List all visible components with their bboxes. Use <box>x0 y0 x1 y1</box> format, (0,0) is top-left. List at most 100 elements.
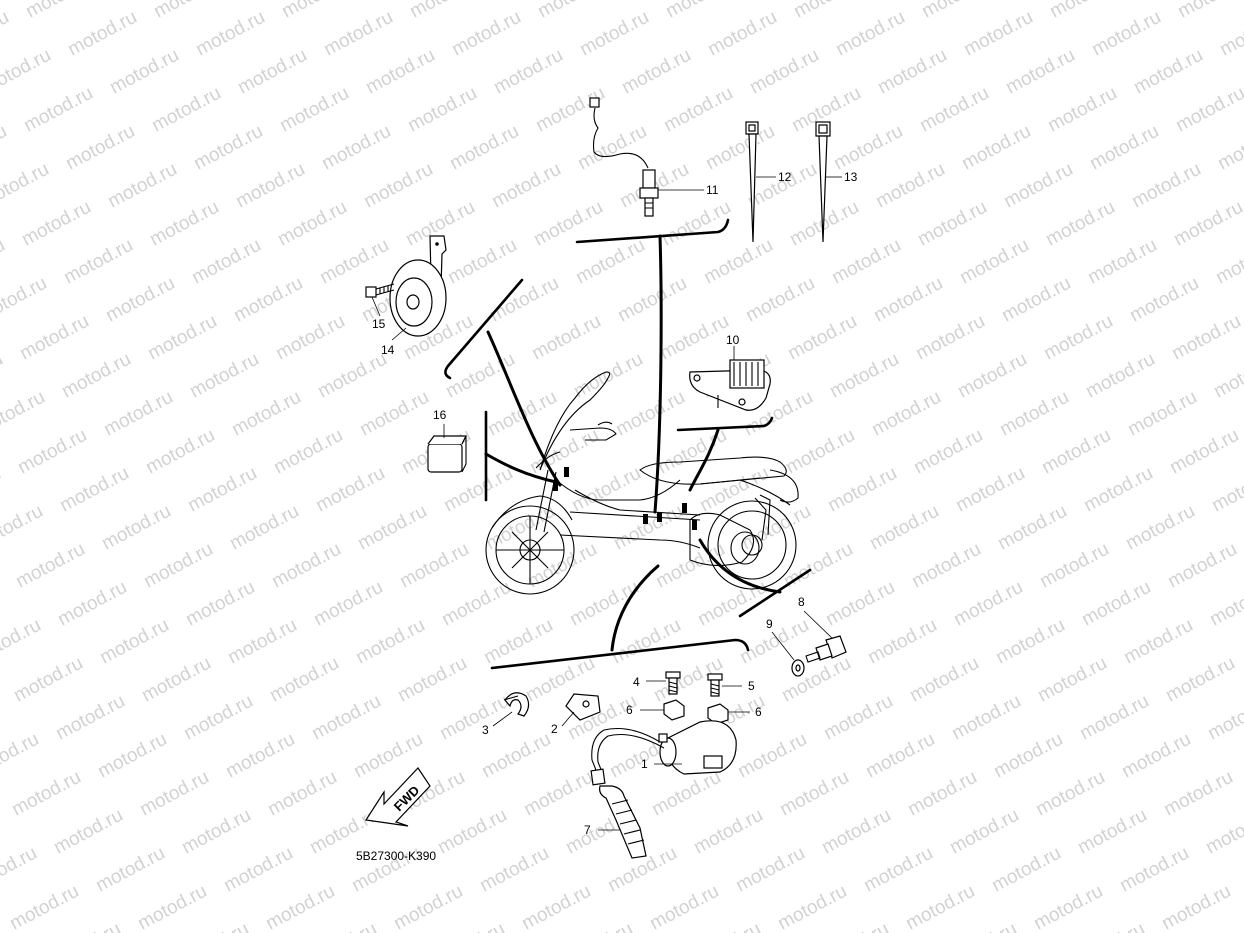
watermark-text: motod.ru <box>56 463 132 517</box>
watermark-text: motod.ru <box>736 615 812 669</box>
watermark-text: motod.ru <box>1088 7 1164 61</box>
watermark-text: motod.ru <box>818 805 894 859</box>
watermark-text: motod.ru <box>784 311 860 365</box>
watermark-text: motod.ru <box>390 881 466 933</box>
watermark-text: motod.ru <box>1042 197 1118 251</box>
watermark-text: motod.ru <box>404 83 480 137</box>
watermark-text: motod.ru <box>0 235 9 289</box>
watermark-text: motod.ru <box>690 805 766 859</box>
watermark-text: motod.ru <box>732 843 808 897</box>
watermark-text: motod.ru <box>278 0 354 22</box>
watermark-text: motod.ru <box>658 197 734 251</box>
watermark-text: motod.ru <box>486 273 562 327</box>
watermark-text: motod.ru <box>480 615 556 669</box>
watermark-text: motod.ru <box>270 425 346 479</box>
part-13-cable-tie <box>815 121 842 243</box>
watermark-text: motod.ru <box>918 0 994 22</box>
watermark-text: motod.ru <box>0 159 53 213</box>
watermark-text: motod.ru <box>992 615 1068 669</box>
watermark-text: motod.ru <box>0 843 41 897</box>
watermark-text: motod.ru <box>220 843 296 897</box>
callout-16: 16 <box>433 408 447 422</box>
watermark-text: motod.ru <box>1216 7 1244 61</box>
part-7-plug-cap <box>590 727 665 859</box>
watermark-text: motod.ru <box>0 577 3 631</box>
watermark-text: motod.ru <box>136 767 212 821</box>
watermark-text: motod.ru <box>866 501 942 555</box>
watermark-text: motod.ru <box>98 501 174 555</box>
watermark-text: motod.ru <box>994 501 1070 555</box>
watermark-text: motod.ru <box>576 7 652 61</box>
callout-2: 2 <box>551 722 558 736</box>
callout-1: 1 <box>641 757 648 771</box>
part-3-clamp <box>492 692 530 727</box>
watermark-text: motod.ru <box>560 919 636 933</box>
watermark-text: motod.ru <box>1202 805 1244 859</box>
watermark-text: motod.ru <box>448 7 524 61</box>
watermark-text: motod.ru <box>150 0 226 22</box>
watermark-text: motod.ru <box>1204 691 1244 745</box>
watermark-text: motod.ru <box>1082 349 1158 403</box>
watermark-text: motod.ru <box>0 691 1 745</box>
watermark-text: motod.ru <box>58 349 134 403</box>
watermark-text: motod.ru <box>0 387 49 441</box>
watermark-text: motod.ru <box>102 273 178 327</box>
watermark-text: motod.ru <box>742 273 818 327</box>
watermark-text: motod.ru <box>946 805 1022 859</box>
watermark-text: motod.ru <box>1084 235 1160 289</box>
watermark-text: motod.ru <box>16 311 92 365</box>
watermark-text: motod.ru <box>140 539 216 593</box>
watermark-text: motod.ru <box>1086 121 1162 175</box>
watermark-text: motod.ru <box>1080 463 1156 517</box>
watermark-text: motod.ru <box>1038 425 1114 479</box>
watermark-text: motod.ru <box>94 729 170 783</box>
watermark-text: motod.ru <box>960 7 1036 61</box>
watermark-text: motod.ru <box>230 273 306 327</box>
watermark-text: motod.ru <box>268 539 344 593</box>
callout-6-right: 6 <box>755 705 762 719</box>
watermark-text: motod.ru <box>528 311 604 365</box>
watermark-text: motod.ru <box>310 577 386 631</box>
watermark-text: motod.ru <box>226 501 302 555</box>
watermark-text: motod.ru <box>1128 159 1204 213</box>
watermark-text: motod.ru <box>1040 311 1116 365</box>
watermark-text: motod.ru <box>436 691 512 745</box>
watermark-text: motod.ru <box>0 501 47 555</box>
watermark-text: motod.ru <box>1030 881 1106 933</box>
callout-6-left: 6 <box>626 703 633 717</box>
watermark-text: motod.ru <box>988 843 1064 897</box>
watermark-text: motod.ru <box>192 7 268 61</box>
watermark-text: motod.ru <box>1120 615 1196 669</box>
watermark-text: motod.ru <box>860 843 936 897</box>
watermark-text: motod.ru <box>0 349 7 403</box>
watermark-text: motod.ru <box>816 919 892 933</box>
watermark-text: motod.ru <box>14 425 90 479</box>
watermark-text: motod.ru <box>570 349 646 403</box>
watermark-text: motod.ru <box>1034 653 1110 707</box>
watermark-text: motod.ru <box>96 615 172 669</box>
watermark-text: motod.ru <box>776 767 852 821</box>
callout-11: 11 <box>706 183 719 197</box>
watermark-text: motod.ru <box>60 235 136 289</box>
part-10-regulator <box>689 346 771 411</box>
watermark-text: motod.ru <box>224 615 300 669</box>
watermark-text: motod.ru <box>610 501 686 555</box>
part-6-nut-left <box>640 699 685 721</box>
part-6-nut-right <box>707 703 750 725</box>
watermark-text: motod.ru <box>774 881 850 933</box>
watermark-text: motod.ru <box>1162 653 1238 707</box>
callout-14: 14 <box>381 343 395 357</box>
part-1-ignition-coil <box>654 720 737 775</box>
watermark-text: motod.ru <box>660 83 736 137</box>
watermark-text: motod.ru <box>908 539 984 593</box>
watermark-text: motod.ru <box>0 729 43 783</box>
watermark-text: motod.ru <box>184 463 260 517</box>
watermark-text: motod.ru <box>998 273 1074 327</box>
watermark-text: motod.ru <box>782 425 858 479</box>
watermark-text: motod.ru <box>446 121 522 175</box>
watermark-text: motod.ru <box>182 577 258 631</box>
watermark-text: motod.ru <box>778 653 854 707</box>
callout-labels: 1 2 3 4 5 6 6 7 8 9 10 11 12 13 14 15 16 <box>372 170 858 837</box>
watermark-text: motod.ru <box>178 805 254 859</box>
watermark-text: motod.ru <box>272 311 348 365</box>
